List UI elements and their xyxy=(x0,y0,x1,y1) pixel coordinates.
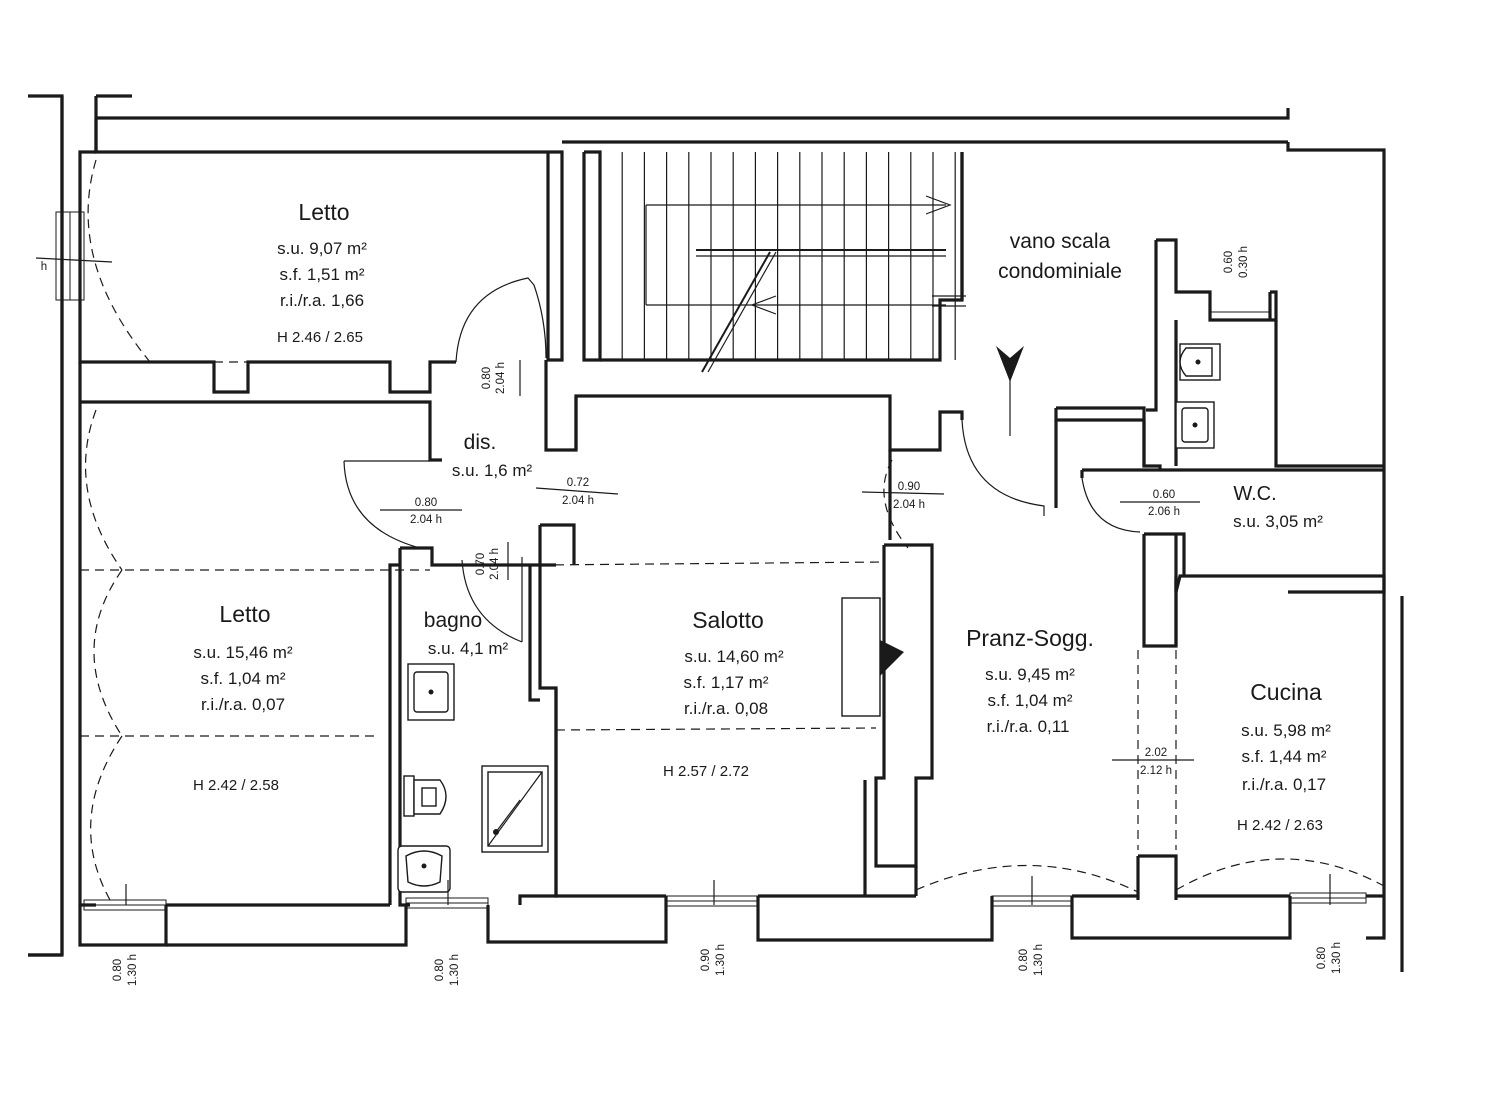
window-dim-salotto: 0.90 1.30 h xyxy=(700,944,727,976)
room-height: H 2.57 / 2.72 xyxy=(663,763,749,780)
wc-sink-icon xyxy=(1175,401,1215,449)
room-vano-scala: vano scala condominiale xyxy=(998,230,1122,283)
room-wc: W.C. s.u. 3,05 m² xyxy=(1233,483,1323,531)
room-letto-left: Letto s.u. 15,46 m² s.f. 1,04 m² r.i./r.… xyxy=(193,601,293,794)
room-name: Letto xyxy=(298,199,349,225)
window-width: 0.80 xyxy=(112,959,124,981)
door-width: 2.02 xyxy=(1145,747,1167,759)
room-pranzo-soggiorno: Pranz-Sogg. s.u. 9,45 m² s.f. 1,04 m² r.… xyxy=(966,625,1094,736)
window-width: 0.80 xyxy=(1316,947,1328,969)
stair-label-line1: vano scala xyxy=(1010,230,1111,253)
room-name: bagno xyxy=(424,609,482,632)
room-ri: r.i./r.a. 0,11 xyxy=(987,717,1070,736)
room-ri: r.i./r.a. 1,66 xyxy=(280,291,364,310)
room-bagno: bagno s.u. 4,1 m² xyxy=(424,609,509,658)
room-sf: s.f. 1,44 m² xyxy=(1241,747,1326,766)
window-width: 0.80 xyxy=(434,959,446,981)
room-height: H 2.46 / 2.65 xyxy=(277,329,363,346)
room-sf: s.f. 1,51 m² xyxy=(279,265,364,284)
window-width: 0.80 xyxy=(1018,949,1030,971)
window-width: 0.90 xyxy=(700,949,712,971)
windows xyxy=(55,211,1367,911)
door-width: 0.80 xyxy=(481,367,493,389)
window-height: 1.30 h xyxy=(1033,944,1045,976)
walls xyxy=(28,94,1404,972)
door-height: 2.04 h xyxy=(893,499,925,511)
window-height: 0.30 h xyxy=(1238,246,1250,278)
room-ri: r.i./r.a. 0,17 xyxy=(1242,775,1326,794)
door-dim-salotto: 0.72 2.04 h xyxy=(562,477,594,507)
room-name: Cucina xyxy=(1250,679,1322,705)
room-ri: r.i./r.a. 0,07 xyxy=(201,695,285,714)
door-height: 2.04 h xyxy=(495,362,507,394)
room-height: H 2.42 / 2.58 xyxy=(193,777,279,794)
fixtures xyxy=(397,343,1221,893)
room-name: Pranz-Sogg. xyxy=(966,625,1094,651)
door-height: 2.04 h xyxy=(410,514,442,526)
window-dim-bagno: 0.80 1.30 h xyxy=(434,954,461,986)
room-dis: dis. s.u. 1,6 m² xyxy=(452,431,533,480)
door-width: 0.90 xyxy=(898,481,920,493)
dimension-lines xyxy=(35,257,1331,905)
door-dim-bagno: 0.70 2.04 h xyxy=(475,548,501,580)
room-su: s.u. 9,07 m² xyxy=(277,239,367,258)
window-dim-cucina: 0.80 1.30 h xyxy=(1316,942,1343,974)
door-dim-pranzo: 0.90 2.04 h xyxy=(893,481,925,511)
window-height: 1.30 h xyxy=(715,944,727,976)
window-height: 1.30 h xyxy=(1331,942,1343,974)
room-name: Salotto xyxy=(692,607,764,633)
door-swings xyxy=(80,159,1385,901)
door-dim-wc: 0.60 2.06 h xyxy=(1148,489,1180,518)
window-height: 1.30 h xyxy=(449,954,461,986)
door-height: 2.04 h xyxy=(562,495,594,507)
room-name: dis. xyxy=(464,431,497,454)
room-su: s.u. 3,05 m² xyxy=(1233,512,1323,531)
window-dim-wc: 0.60 0.30 h xyxy=(1223,246,1250,278)
room-sf: s.f. 1,17 m² xyxy=(683,673,768,692)
room-sf: s.f. 1,04 m² xyxy=(987,691,1072,710)
door-dim-dis-top: 0.80 2.04 h xyxy=(481,362,507,394)
room-ri: r.i./r.a. 0,08 xyxy=(684,699,768,718)
room-su: s.u. 5,98 m² xyxy=(1241,721,1331,740)
door-dim-letto-left: 0.80 2.04 h xyxy=(410,497,442,526)
shower-icon xyxy=(481,765,549,853)
door-width: 0.72 xyxy=(567,477,589,489)
room-name: W.C. xyxy=(1233,483,1276,505)
room-name: Letto xyxy=(219,601,270,627)
sink-icon xyxy=(407,663,455,721)
room-su: s.u. 9,45 m² xyxy=(985,665,1075,684)
window-dim-side: h xyxy=(41,261,47,273)
room-su: s.u. 14,60 m² xyxy=(684,647,784,666)
door-width: 0.80 xyxy=(415,497,437,509)
room-su: s.u. 1,6 m² xyxy=(452,461,533,480)
door-width: 0.70 xyxy=(475,553,487,575)
wc-toilet-icon xyxy=(1179,343,1221,381)
window-dim-pranzo: 0.80 1.30 h xyxy=(1018,944,1045,976)
window-height: 1.30 h xyxy=(127,954,139,986)
toilet-icon xyxy=(403,775,447,817)
room-salotto: Salotto s.u. 14,60 m² s.f. 1,17 m² r.i./… xyxy=(663,607,784,780)
room-letto-top: Letto s.u. 9,07 m² s.f. 1,51 m² r.i./r.a… xyxy=(277,199,367,346)
stair-label-line2: condominiale xyxy=(998,260,1122,283)
room-su: s.u. 4,1 m² xyxy=(428,639,509,658)
room-cucina: Cucina s.u. 5,98 m² s.f. 1,44 m² r.i./r.… xyxy=(1237,679,1331,834)
door-dim-cucina: 2.02 2.12 h xyxy=(1140,747,1172,777)
room-sf: s.f. 1,04 m² xyxy=(200,669,285,688)
room-height: H 2.42 / 2.63 xyxy=(1237,817,1323,834)
bidet-icon xyxy=(397,845,451,893)
door-height: 2.04 h xyxy=(489,548,501,580)
door-height: 2.06 h xyxy=(1148,506,1180,518)
staircase xyxy=(599,152,1024,436)
door-width: 0.60 xyxy=(1153,489,1175,501)
fireplace-icon xyxy=(841,597,904,717)
door-height: 2.12 h xyxy=(1140,765,1172,777)
window-dim-letto: 0.80 1.30 h xyxy=(112,954,139,986)
window-width: 0.60 xyxy=(1223,251,1235,273)
room-su: s.u. 15,46 m² xyxy=(193,643,293,662)
